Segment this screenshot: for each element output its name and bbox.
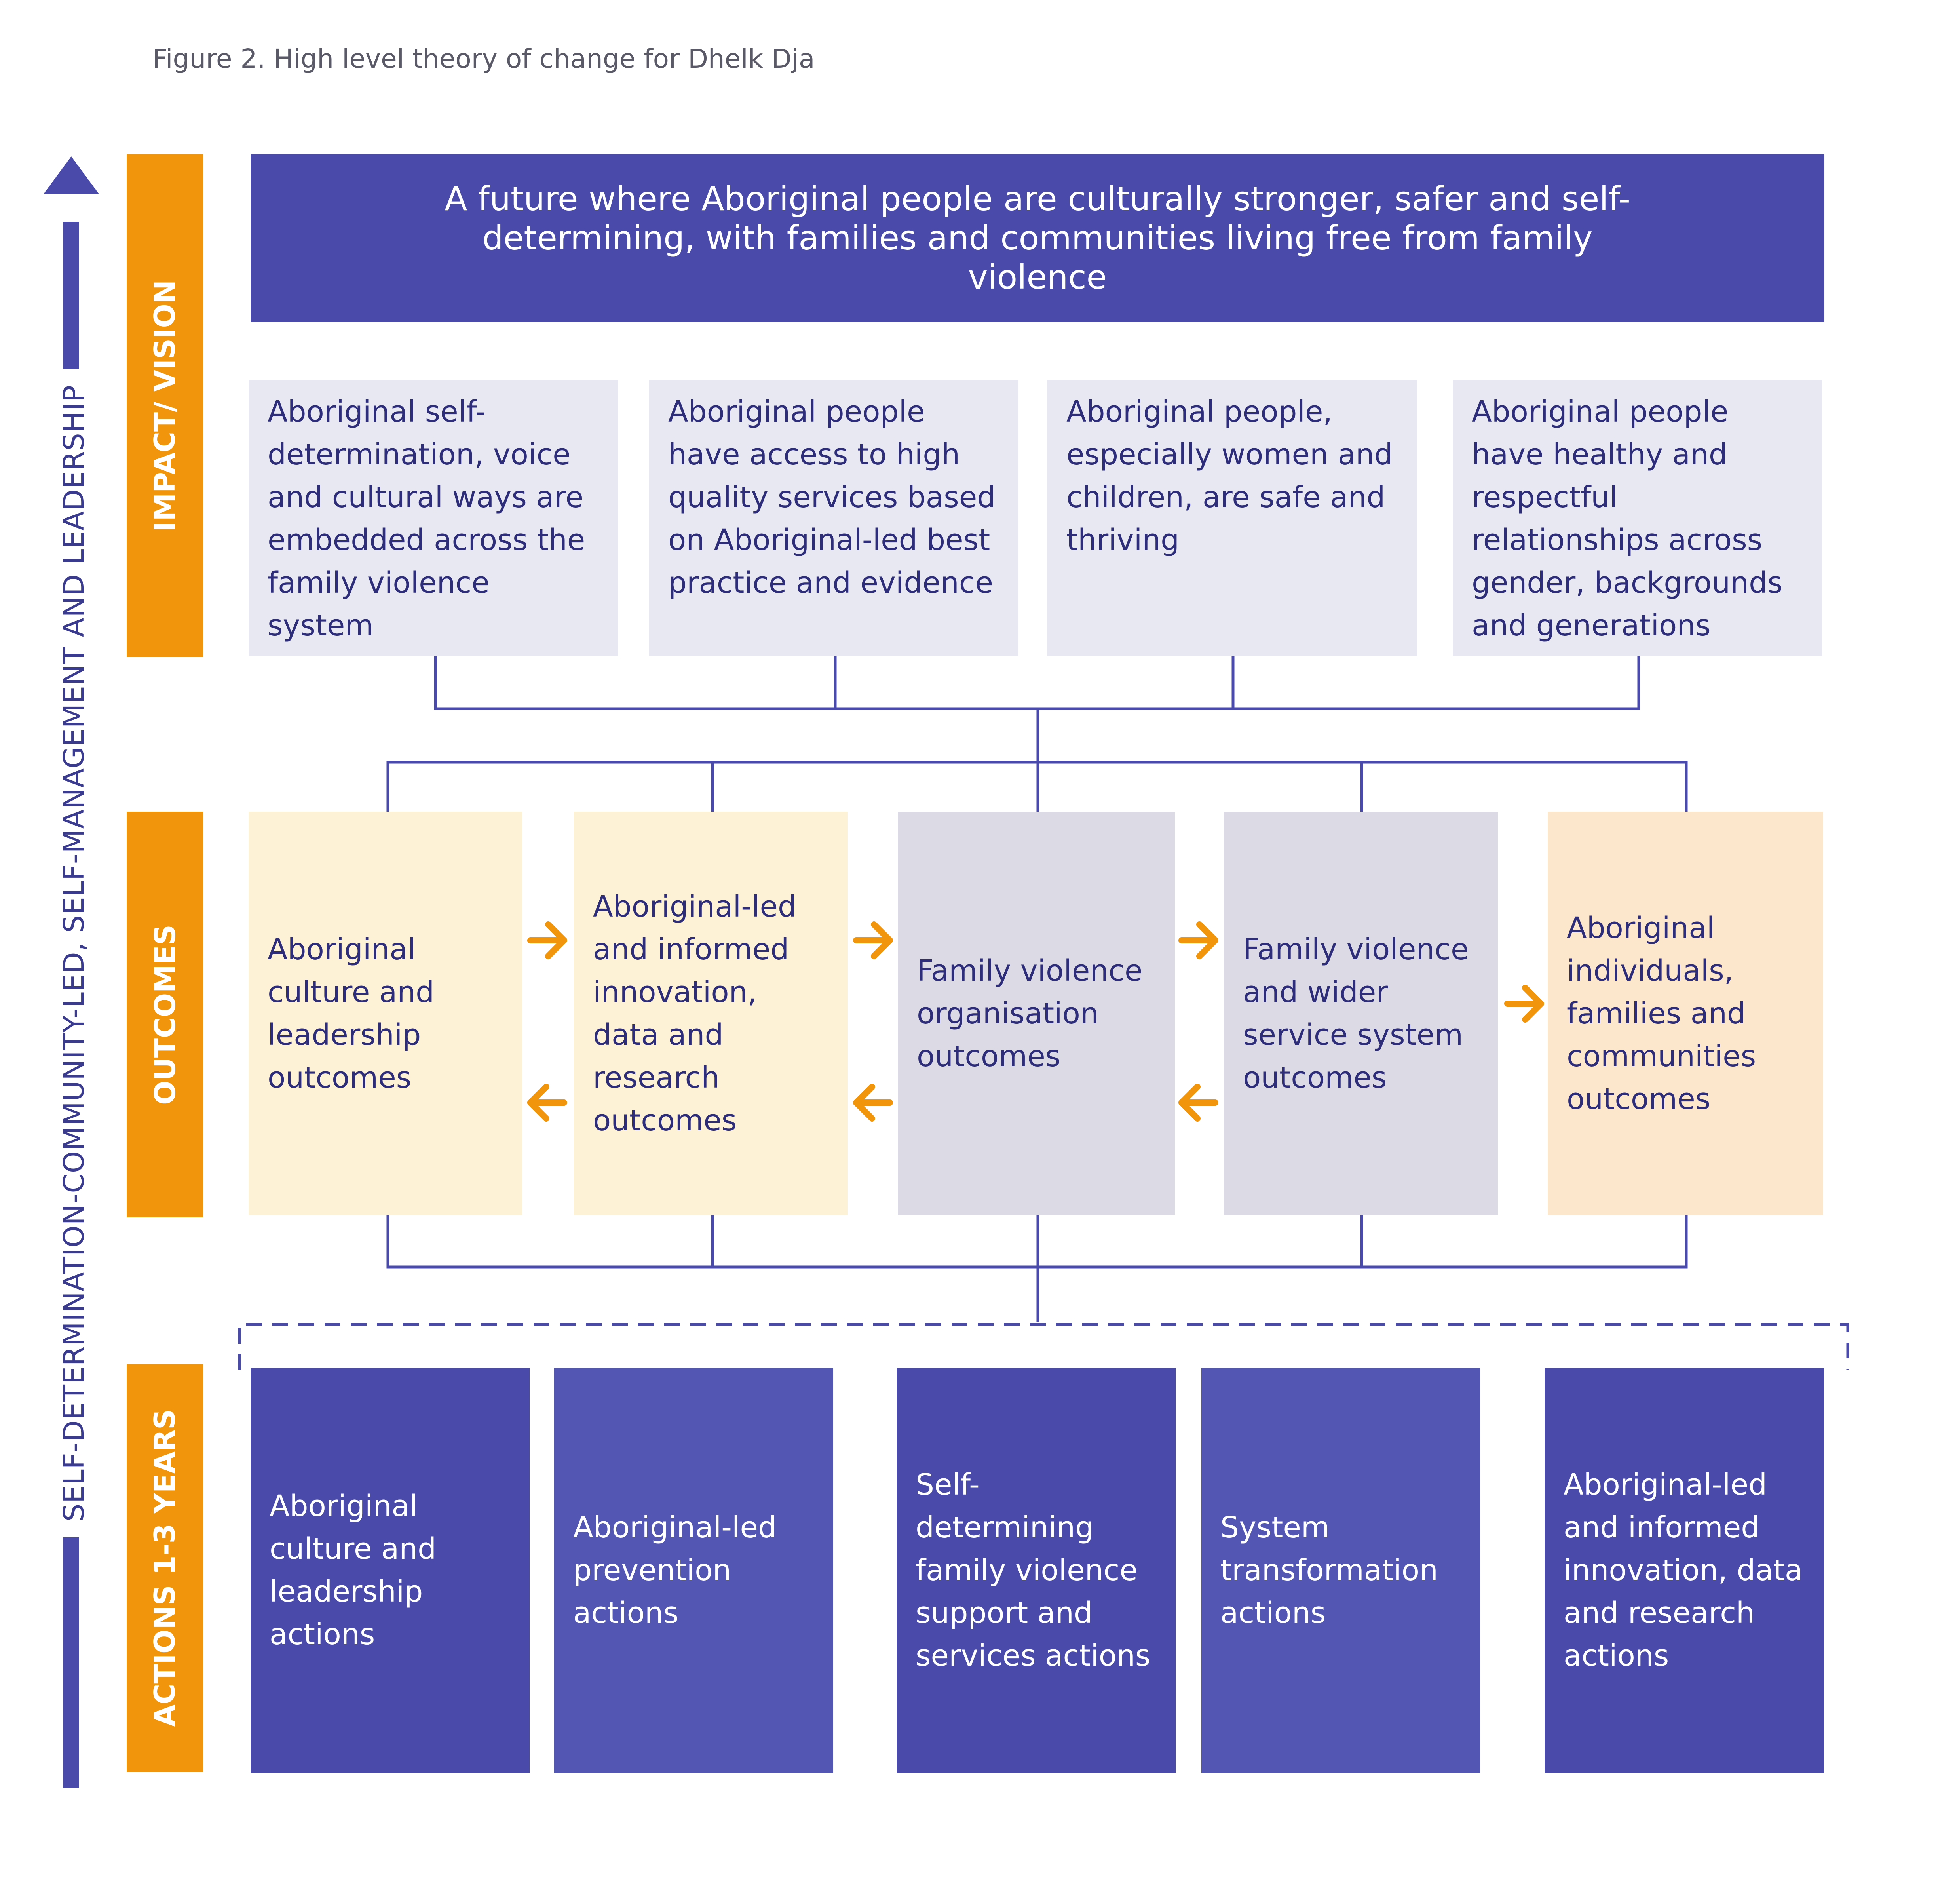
outcome-box-2-text: Aboriginal-led and informed innovation, … [593,889,796,1138]
actions-bracket [238,1323,1849,1370]
outcome-box-2: Aboriginal-led and informed innovation, … [574,812,848,1215]
arrow-right-4 [1504,985,1544,1023]
action-box-4: System transformation actions [1201,1368,1480,1773]
band-outcomes: OUTCOMES [127,812,203,1217]
outcome-box-3: Family violence organisation outcomes [898,812,1175,1215]
impact-box-4: Aboriginal people have healthy and respe… [1453,380,1822,656]
arrow-right-1 [527,921,567,959]
arrow-left-2 [853,1084,893,1122]
action-box-3: Self-determining family violence support… [897,1368,1176,1773]
band-actions: ACTIONS 1-3 YEARS [127,1364,203,1772]
side-label: SELF-DETERMINATION-COMMUNITY-LED, SELF-M… [57,190,90,1716]
outcome-box-1-text: Aboriginal culture and leadership outcom… [268,932,435,1095]
vision-box: A future where Aboriginal people are cul… [251,154,1824,322]
band-actions-label: ACTIONS 1-3 YEARS [148,1409,182,1727]
arrow-left-3 [1178,1084,1218,1122]
outcome-box-5: Aboriginal individuals, families and com… [1548,812,1823,1215]
action-box-2-text: Aboriginal-led prevention actions [573,1510,777,1630]
side-label-text: SELF-DETERMINATION-COMMUNITY-LED, SELF-M… [57,369,90,1537]
impact-box-2: Aboriginal people have access to high qu… [649,380,1018,656]
action-box-2: Aboriginal-led prevention actions [554,1368,833,1773]
action-box-5-text: Aboriginal-led and informed innovation, … [1564,1467,1803,1673]
arrow-right-2 [853,921,893,959]
action-box-5: Aboriginal-led and informed innovation, … [1545,1368,1824,1773]
impact-box-3: Aboriginal people, especially women and … [1047,380,1417,656]
outcome-box-4-text: Family violence and wider service system… [1243,932,1469,1095]
impact-box-1: Aboriginal self-determination, voice and… [249,380,618,656]
arrow-right-3 [1178,921,1218,959]
outcome-box-1: Aboriginal culture and leadership outcom… [249,812,522,1215]
impact-connector [434,656,1640,710]
band-impact-label: IMPACT/ VISION [148,280,182,532]
action-box-4-text: System transformation actions [1220,1510,1438,1630]
band-impact: IMPACT/ VISION [127,154,203,657]
action-box-1: Aboriginal culture and leadership action… [251,1368,530,1773]
action-box-1-text: Aboriginal culture and leadership action… [270,1489,437,1652]
outcome-box-5-text: Aboriginal individuals, families and com… [1567,911,1756,1117]
band-outcomes-label: OUTCOMES [148,924,182,1105]
outcome-box-4: Family violence and wider service system… [1224,812,1498,1215]
outcome-box-3-text: Family violence organisation outcomes [917,953,1143,1074]
progress-arrow-head [44,156,99,194]
action-box-3-text: Self-determining family violence support… [916,1467,1151,1673]
figure-caption: Figure 2. High level theory of change fo… [152,44,815,74]
arrow-left-1 [527,1084,567,1122]
